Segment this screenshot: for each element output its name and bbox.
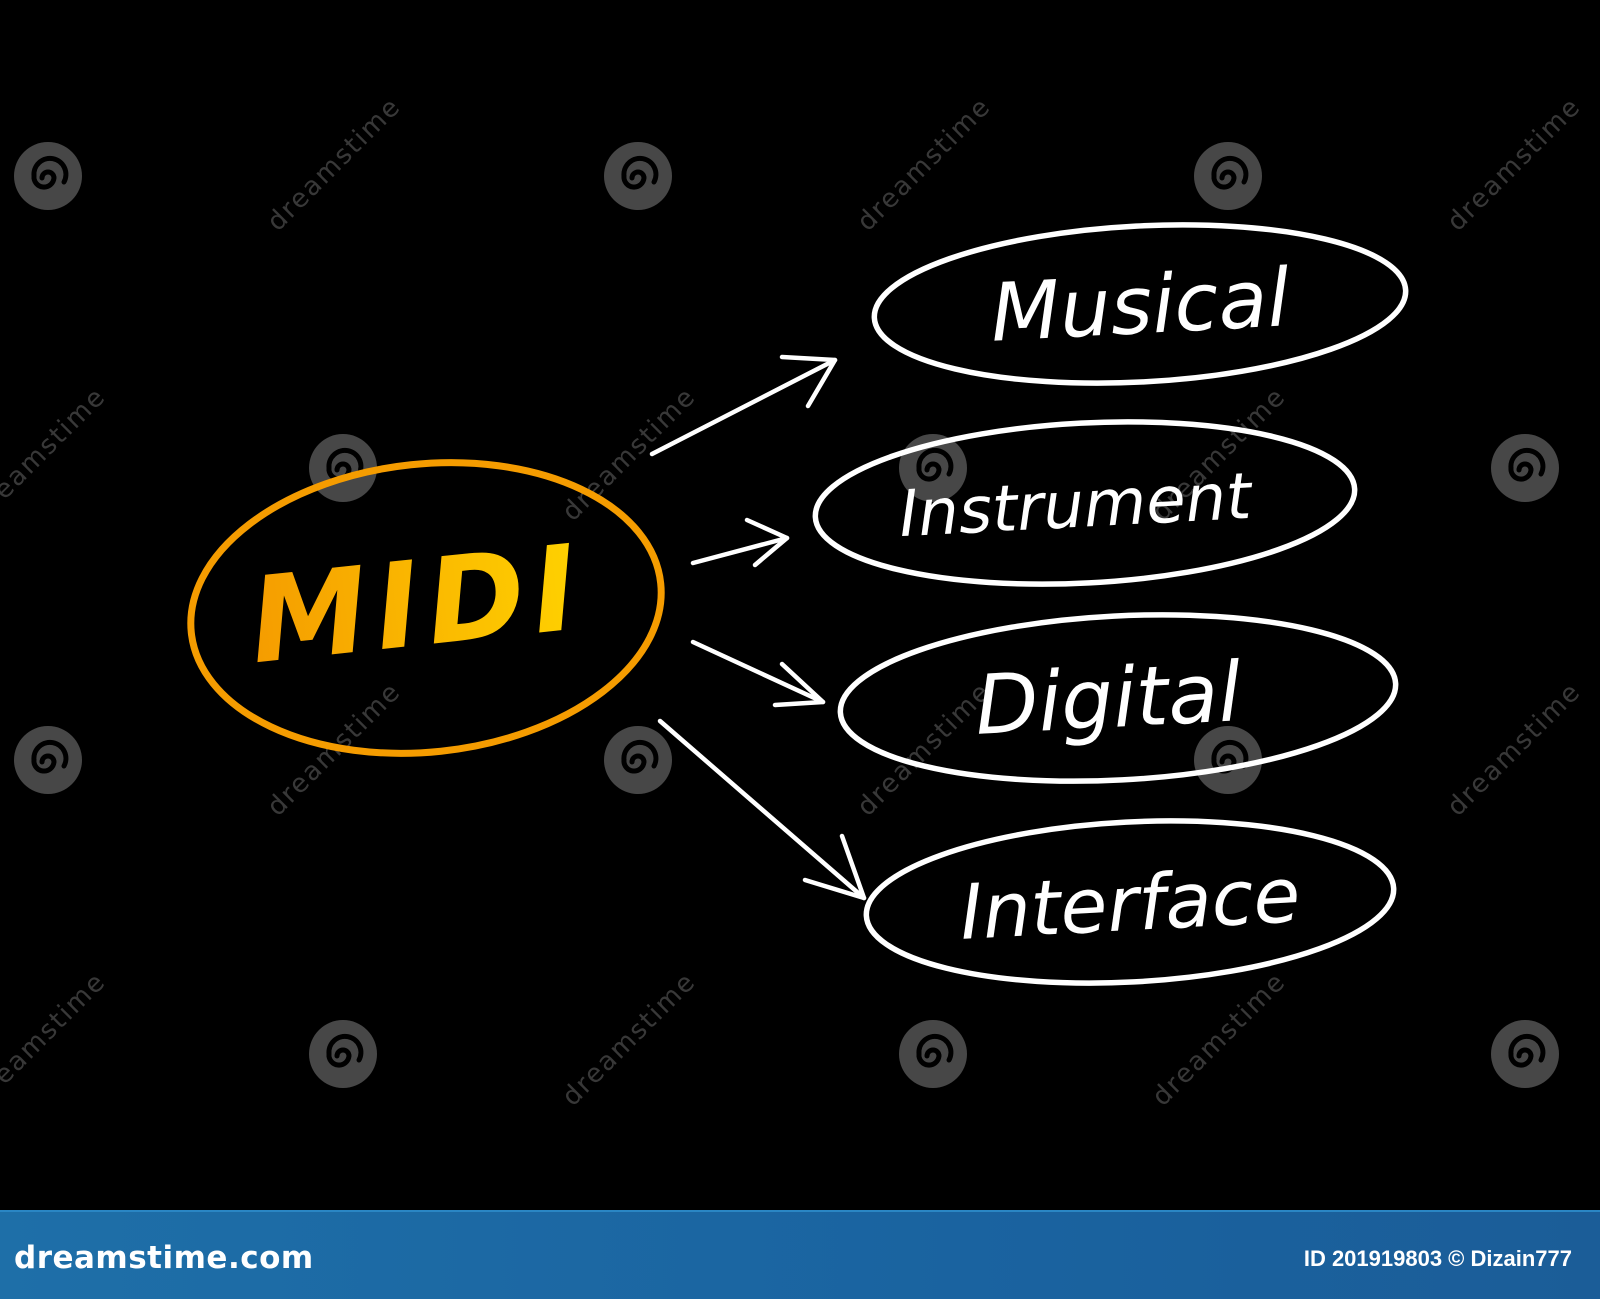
node-interface: Interface xyxy=(863,818,1397,986)
watermark-spiral-icon xyxy=(309,434,377,502)
watermark-text: dreamstime xyxy=(1441,676,1587,822)
arrow-to-musical-head xyxy=(779,354,838,409)
diagram-canvas: dreamstime dreamstime dreamstime dreamstime… xyxy=(0,91,1587,1112)
arrow-to-interface-head xyxy=(802,833,867,901)
node-instrument: Instrument xyxy=(812,419,1358,587)
node-interface-label: Interface xyxy=(958,850,1302,957)
watermark-spiral-icon xyxy=(14,726,82,794)
center-node-label: MIDI xyxy=(243,518,591,690)
watermark-text: dreamstime xyxy=(0,966,112,1112)
footer-credit: ID 201919803 © Dizain777 xyxy=(1303,1246,1572,1271)
watermark-text: dreamstime xyxy=(0,381,112,527)
arrow-to-musical xyxy=(649,357,838,457)
node-musical-label: Musical xyxy=(988,251,1291,360)
arrow-to-instrument-head xyxy=(744,517,790,568)
node-musical: Musical xyxy=(871,222,1409,386)
footer-bar: dreamstime.com ID 201919803 © Dizain777 xyxy=(0,1210,1600,1299)
watermark-spiral-icon xyxy=(604,726,672,794)
footer-brand[interactable]: dreamstime.com xyxy=(14,1240,314,1276)
arrow-to-digital xyxy=(690,639,826,705)
watermark-spiral-icon xyxy=(14,142,82,210)
arrow-to-instrument xyxy=(690,535,790,566)
watermark-text: dreamstime xyxy=(556,966,702,1112)
watermark-spiral-icon xyxy=(899,1020,967,1088)
node-digital-label: Digital xyxy=(973,645,1244,754)
arrow-to-interface xyxy=(657,718,867,901)
watermark-spiral-icon xyxy=(604,142,672,210)
arrows xyxy=(649,354,867,901)
watermark-text: dreamstime xyxy=(851,91,997,237)
center-node-outline xyxy=(187,459,665,757)
watermark-text: dreamstime xyxy=(556,381,702,527)
watermark-spiral-icon xyxy=(1194,726,1262,794)
watermark-text: dreamstime xyxy=(1146,966,1292,1112)
arrow-to-digital-head xyxy=(772,661,826,708)
node-interface-outline xyxy=(863,818,1397,986)
watermark-text: dreamstime xyxy=(261,91,407,237)
node-musical-outline xyxy=(871,222,1409,386)
node-digital-outline xyxy=(837,612,1399,784)
node-instrument-outline xyxy=(812,419,1358,587)
watermark-spiral-icon xyxy=(1491,1020,1559,1088)
watermark-spiral-icon xyxy=(1491,434,1559,502)
node-digital: Digital xyxy=(837,612,1399,784)
watermark-spiral-icon xyxy=(1194,142,1262,210)
watermark-text: dreamstime xyxy=(1441,91,1587,237)
watermark-spiral-icon xyxy=(309,1020,377,1088)
mind-map-diagram: dreamstime dreamstime dreamstime dreamstime… xyxy=(0,91,1587,1112)
